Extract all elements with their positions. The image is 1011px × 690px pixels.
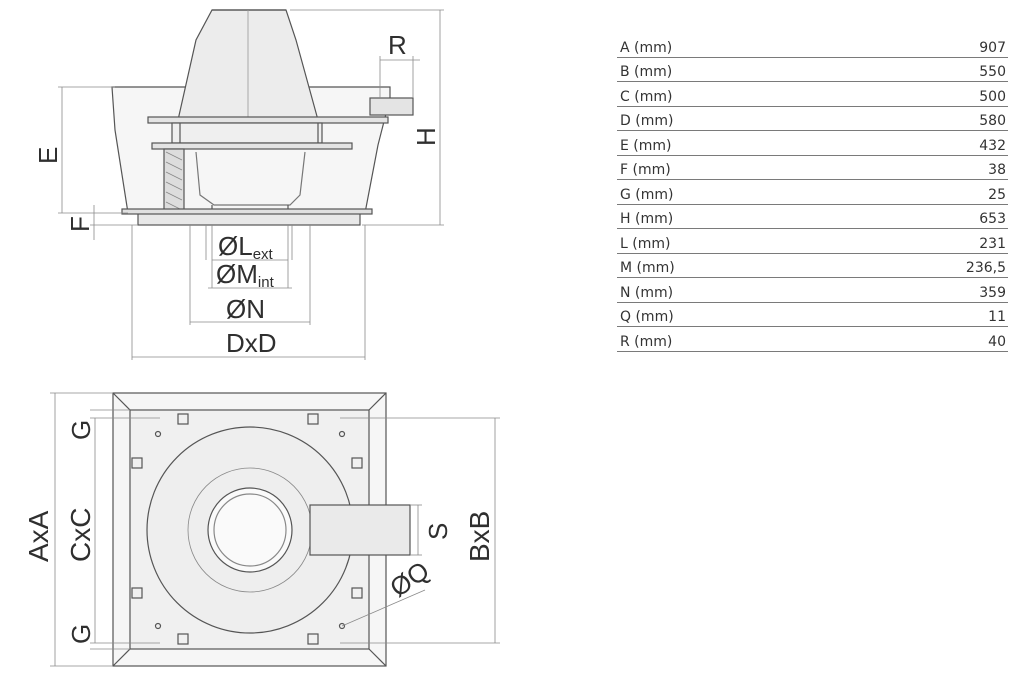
side-view	[111, 9, 414, 226]
spec-label: F (mm)	[620, 162, 671, 178]
label-g-top: G	[66, 420, 96, 440]
spec-value: 550	[979, 64, 1006, 80]
dimension-lines	[58, 9, 444, 360]
spec-value: 25	[988, 186, 1006, 203]
top-view	[112, 392, 411, 667]
spec-row-q: Q (mm) 11	[617, 303, 1008, 327]
spec-row-e: E (mm) 432	[617, 131, 1008, 156]
outlet-spout	[369, 97, 414, 116]
spec-value: 359	[979, 284, 1006, 301]
spec-label: L (mm)	[620, 235, 671, 252]
base-plate	[137, 212, 361, 226]
technical-drawing: R H E F ØLext ØMint ØN DxD G G AxA CxC S…	[23, 9, 500, 667]
spec-value: 11	[988, 309, 1006, 325]
label-f: F	[65, 216, 95, 232]
spec-value: 432	[979, 137, 1006, 154]
label-cxc: CxC	[65, 508, 96, 562]
label-n: ØN	[226, 294, 265, 324]
spec-value: 40	[988, 333, 1006, 350]
label-q: ØQ	[384, 555, 434, 603]
spec-value: 580	[979, 113, 1006, 129]
label-dxd: DxD	[226, 328, 277, 358]
label-axa: AxA	[23, 510, 54, 562]
spec-value: 653	[979, 211, 1006, 227]
spec-label: E (mm)	[620, 137, 672, 154]
outlet-top	[309, 504, 411, 556]
spec-label: N (mm)	[620, 284, 674, 301]
label-h: H	[411, 127, 441, 146]
spec-row-l: L (mm) 231	[617, 229, 1008, 254]
label-r: R	[388, 30, 407, 60]
spec-row-h: H (mm) 653	[617, 205, 1008, 229]
spec-row-a: A (mm) 907	[617, 33, 1008, 58]
spec-row-m: M (mm) 236,5	[617, 254, 1008, 278]
label-e: E	[33, 147, 63, 164]
top-view-dimension-lines	[50, 392, 500, 667]
spec-row-g: G (mm) 25	[617, 180, 1008, 205]
spec-row-r: R (mm) 40	[617, 327, 1008, 352]
spec-value: 231	[979, 235, 1006, 252]
spec-label: G (mm)	[620, 186, 674, 203]
spec-label: C (mm)	[620, 88, 673, 105]
label-l: ØLext	[218, 231, 274, 263]
spec-label: M (mm)	[620, 260, 675, 276]
dimension-table: A (mm)907 B (mm)550 C (mm)500 D (mm)580 …	[617, 33, 1008, 352]
spec-label: R (mm)	[620, 333, 673, 350]
spec-value: 38	[988, 162, 1006, 178]
label-g-bottom: G	[66, 624, 96, 644]
spec-label: D (mm)	[620, 113, 674, 129]
top-plate	[147, 116, 389, 124]
label-m: ØMint	[216, 259, 275, 291]
spec-label: B (mm)	[620, 64, 673, 80]
spec-row-n: N (mm) 359	[617, 278, 1008, 303]
spec-value: 500	[979, 88, 1006, 105]
label-bxb: BxB	[464, 511, 495, 562]
spec-row-b: B (mm) 550	[617, 58, 1008, 82]
spec-label: A (mm)	[620, 39, 673, 56]
spec-row-d: D (mm) 580	[617, 107, 1008, 131]
spec-row-f: F (mm) 38	[617, 156, 1008, 180]
spec-value: 907	[979, 39, 1006, 56]
spec-label: H (mm)	[620, 211, 674, 227]
spec-row-c: C (mm) 500	[617, 82, 1008, 107]
spec-label: Q (mm)	[620, 309, 674, 325]
spec-value: 236,5	[965, 260, 1006, 276]
motor-circle	[207, 487, 293, 573]
label-s: S	[423, 523, 453, 540]
